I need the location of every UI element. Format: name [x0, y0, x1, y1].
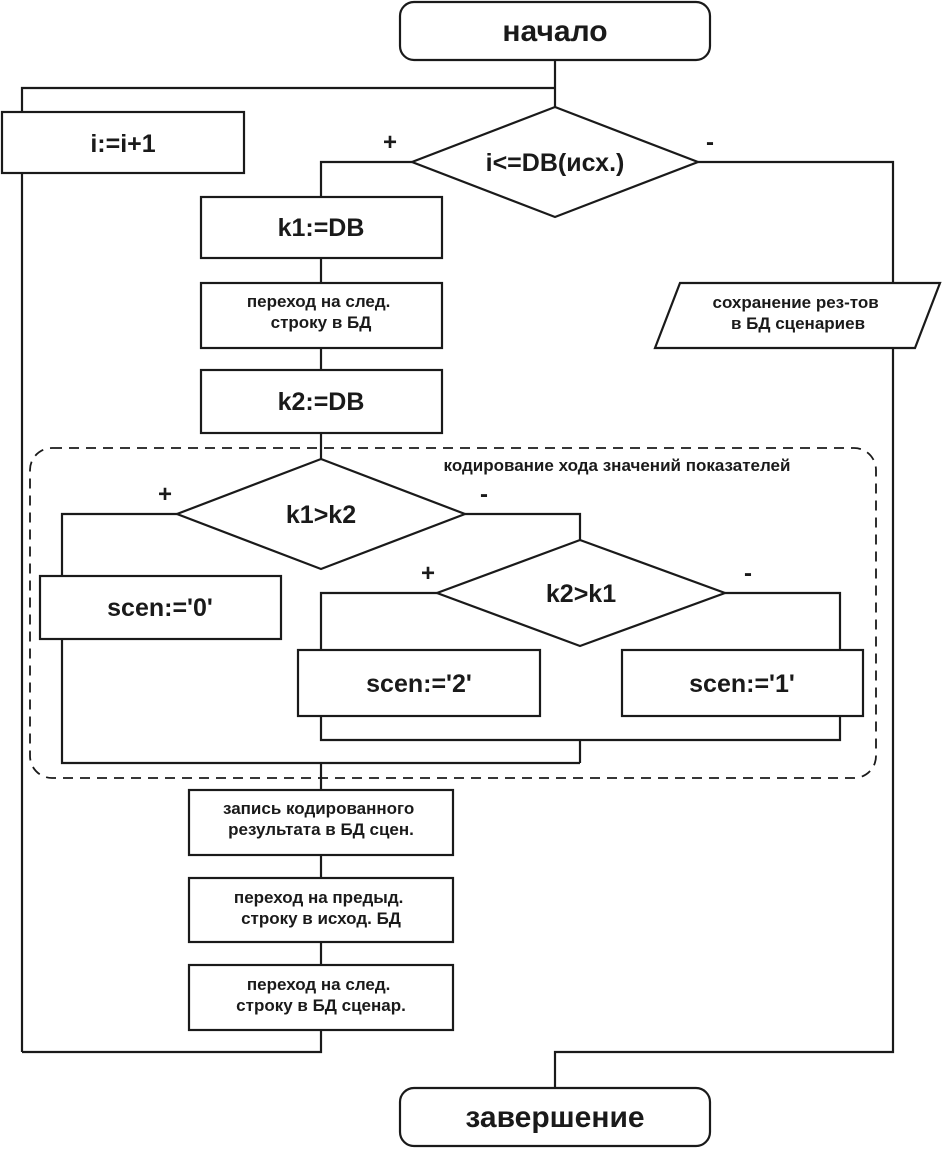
scen0-label: scen:='0' — [107, 594, 213, 622]
connector-cond1-no — [465, 512, 582, 540]
save-results-parallelogram — [653, 281, 942, 350]
connector-loop-yes — [319, 160, 412, 197]
save-results-label: сохранение рез-тов в БД сценариев — [713, 293, 884, 333]
connectors — [20, 60, 895, 1088]
write-result-box — [187, 788, 455, 857]
loop-no-sign: - — [706, 129, 714, 156]
connector-cond1-yes — [60, 512, 177, 576]
scen2-label: scen:='2' — [366, 670, 472, 698]
start-terminator — [398, 0, 712, 62]
assign-k1-label: k1:=DB — [278, 214, 365, 242]
cond2-diamond — [433, 538, 729, 648]
end-label: завершение — [465, 1101, 644, 1134]
next-row-scen-label: переход на след. строку в БД сценар. — [236, 975, 406, 1015]
increment-label: i:=i+1 — [90, 130, 155, 158]
connector-next2-to-loop — [22, 1030, 323, 1054]
start-label: начало — [502, 15, 607, 48]
cond2-label: k2>k1 — [546, 580, 616, 608]
connector-loop-merge — [20, 86, 555, 1052]
prev-row-label: переход на предыд. строку в исход. БД — [234, 888, 408, 928]
loop-condition-label: i<=DB(исх.) — [486, 149, 625, 177]
loop-condition-diamond — [408, 105, 702, 219]
scen0-box — [38, 574, 283, 641]
scen2-box — [296, 648, 542, 718]
connector-cond2-yes — [319, 591, 437, 650]
prev-row-box — [187, 876, 455, 944]
next-row-scen-box — [187, 963, 455, 1032]
connector-cond2-no — [725, 591, 842, 650]
encoding-group-frame — [29, 447, 877, 779]
cond1-no-sign: - — [480, 481, 488, 508]
encoding-group-label: кодирование хода значений показателей — [444, 456, 791, 475]
loop-yes-sign: + — [383, 129, 397, 156]
assign-k2-label: k2:=DB — [278, 388, 365, 416]
cond2-no-sign: - — [744, 560, 752, 587]
next-row-box — [199, 281, 444, 350]
cond1-yes-sign: + — [158, 481, 172, 508]
assign-k2-box — [199, 368, 444, 435]
cond1-label: k1>k2 — [286, 501, 356, 529]
scen1-box — [620, 648, 865, 718]
increment-box — [0, 110, 246, 175]
assign-k1-box — [199, 195, 444, 260]
connector-outer-merge — [60, 639, 580, 765]
cond1-diamond — [173, 457, 469, 571]
cond2-yes-sign: + — [421, 560, 435, 587]
next-row-label: переход на след. строку в БД — [247, 292, 395, 332]
end-terminator — [398, 1086, 712, 1148]
connector-inner-merge — [319, 716, 842, 742]
write-result-label: запись кодированного результата в БД сце… — [223, 799, 419, 839]
connector-loop-no — [553, 160, 895, 1088]
scen1-label: scen:='1' — [689, 670, 795, 698]
